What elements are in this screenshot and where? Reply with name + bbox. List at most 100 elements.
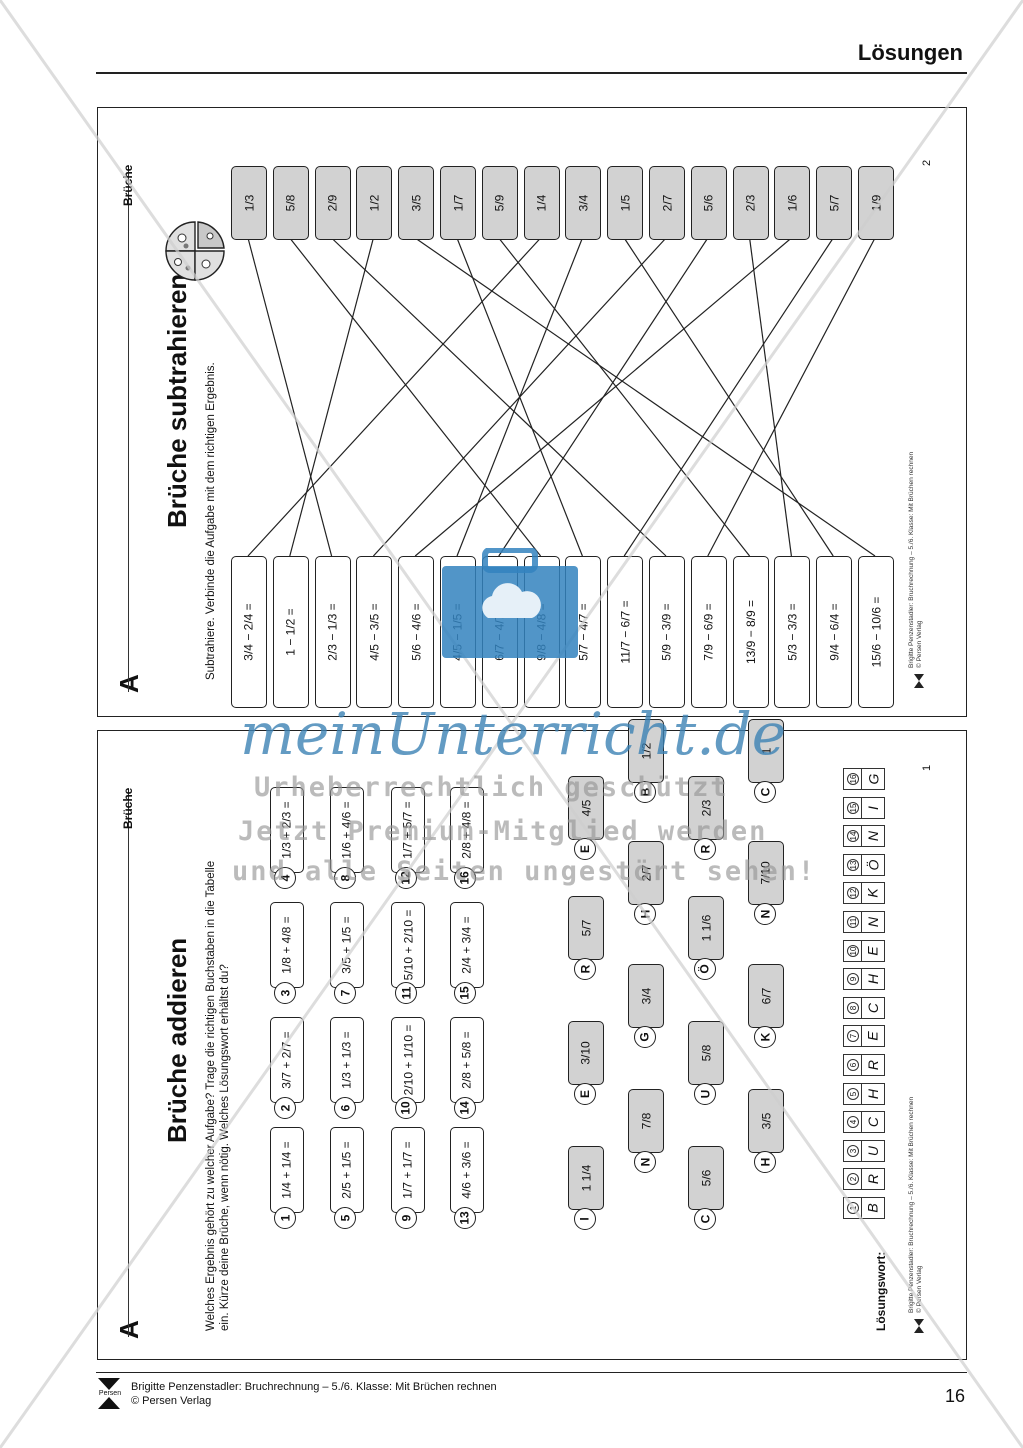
connection-line	[289, 237, 542, 557]
task-number-badge: 11	[395, 982, 417, 1004]
persen-logo-text: Persen	[98, 1390, 122, 1397]
answer-box: 7/10	[748, 841, 784, 905]
task-box: 9/4 − 6/4 =	[816, 556, 853, 708]
task-number-badge: 7	[334, 982, 356, 1004]
footer-line2: © Persen Verlag	[131, 1395, 212, 1407]
answer-box: 1	[748, 719, 784, 783]
solution-letter-cell: H	[861, 1082, 885, 1105]
task-number-badge: 2	[274, 1097, 296, 1119]
result-box: 1/6	[774, 166, 811, 240]
solution-letter-cell: H	[861, 968, 885, 991]
add-task-box: 1/4 + 1/4 =	[270, 1127, 304, 1213]
answer-box: 5/6	[688, 1146, 724, 1210]
task-box: 2/3 − 1/3 =	[314, 556, 351, 708]
add-task-box: 2/4 + 3/4 =	[450, 902, 484, 988]
answer-box: 2/3	[688, 776, 724, 840]
result-box: 5/7	[816, 166, 853, 240]
add-task-box: 2/10 + 1/10 =	[391, 1017, 425, 1103]
task-number-badge: 14	[454, 1097, 476, 1119]
header-line	[128, 793, 129, 1337]
connection-line	[414, 237, 876, 557]
solution-letter-cell: C	[861, 996, 885, 1019]
add-task-box: 4/6 + 3/6 =	[450, 1127, 484, 1213]
solution-letter-cell: E	[861, 939, 885, 962]
result-box: 1/5	[607, 166, 644, 240]
persen-logo: Persen	[98, 1378, 122, 1412]
result-box: 5/8	[272, 166, 309, 240]
task-number-badge: 6	[334, 1097, 356, 1119]
result-box: 5/9	[481, 166, 518, 240]
worksheet-add: A Brüche Brüche addieren Welches Ergebni…	[97, 719, 967, 1360]
result-box: 3/5	[398, 166, 435, 240]
task-number-badge: 3	[274, 982, 296, 1004]
add-task-box: 5/10 + 2/10 =	[391, 902, 425, 988]
connection-lines	[247, 237, 876, 557]
task-number-badge: 8	[334, 867, 356, 889]
result-box: 1/2	[356, 166, 393, 240]
task-box: 5/9 − 3/9 =	[649, 556, 685, 708]
watermark-line2: Jetzt Premium-Mitglied werden	[238, 816, 768, 847]
task-number-badge: 5	[334, 1207, 356, 1229]
answer-box: 5/7	[568, 896, 604, 960]
answer-box: 1/2	[628, 719, 664, 783]
answer-letter-badge: C	[754, 781, 776, 803]
answer-letter-badge: R	[574, 958, 596, 980]
task-number-badge: 16	[454, 867, 476, 889]
result-box: 1/3	[231, 166, 267, 240]
task-box: 5/3 − 3/3 =	[774, 556, 811, 708]
solution-letter-cell: N	[861, 911, 885, 933]
result-box: 1/4	[523, 166, 560, 240]
connection-line	[331, 237, 667, 557]
result-box: 1/7	[440, 166, 476, 240]
add-task-box: 1/6 + 4/6 =	[330, 787, 364, 873]
task-number-badge: 1	[274, 1207, 296, 1229]
connection-line	[707, 237, 876, 557]
watermark-logo: meinUnterricht.de	[240, 700, 787, 768]
solution-letter-cell: N	[861, 825, 885, 848]
task-box: 7/9 − 6/9 =	[690, 556, 727, 708]
result-box: 2/7	[649, 166, 685, 240]
answer-letter-badge: N	[754, 903, 776, 925]
task-box: 15/6 − 10/6 =	[858, 556, 894, 708]
answer-letter-badge: R	[694, 838, 716, 860]
result-box: 2/9	[314, 166, 351, 240]
header-line	[128, 170, 129, 692]
add-task-box: 2/8 + 5/8 =	[450, 1017, 484, 1103]
footer-rule	[96, 1372, 967, 1373]
add-task-box: 1/3 + 2/3 =	[270, 787, 304, 873]
answer-letter-badge: N	[634, 1151, 656, 1173]
watermark-line1: Urheberrechtlich geschützt	[254, 772, 729, 803]
result-box: 2/3	[732, 166, 769, 240]
solution-letter-cell: K	[861, 882, 885, 905]
add-task-box: 1/7 + 1/7 =	[391, 1127, 425, 1213]
answer-letter-badge: I	[574, 1208, 596, 1230]
answer-letter-badge: G	[634, 1026, 656, 1048]
solution-letter-cell: U	[861, 1139, 885, 1162]
answer-box: 3/4	[628, 964, 664, 1028]
task-box: 13/9 − 8/9 =	[732, 556, 769, 708]
connection-line	[498, 237, 751, 557]
result-box: 5/6	[690, 166, 727, 240]
page-number: 16	[944, 1386, 965, 1406]
solution-letter-cell: C	[861, 1111, 885, 1134]
connection-line	[289, 237, 374, 557]
add-task-box: 2/5 + 1/5 =	[330, 1127, 364, 1213]
result-box: 1/9	[858, 166, 894, 240]
solution-letter-cell: R	[861, 1054, 885, 1076]
task-number-badge: 10	[395, 1097, 417, 1119]
add-task-box: 1/3 + 1/3 =	[330, 1017, 364, 1103]
add-task-box: 1/8 + 4/8 =	[270, 902, 304, 988]
answer-box: 6/7	[748, 964, 784, 1028]
answer-letter-badge: B	[634, 781, 656, 803]
answer-box: 3/10	[568, 1021, 604, 1085]
task-box: 4/5 − 3/5 =	[356, 556, 393, 708]
answer-box: 1 1/4	[568, 1146, 604, 1210]
answer-letter-badge: C	[694, 1208, 716, 1230]
solution-letter-cell: R	[861, 1168, 885, 1191]
connection-line	[498, 237, 709, 557]
answer-letter-badge: U	[694, 1083, 716, 1105]
answer-letter-badge: K	[754, 1026, 776, 1048]
task-number-badge: 13	[454, 1207, 476, 1229]
connection-line	[749, 237, 792, 557]
